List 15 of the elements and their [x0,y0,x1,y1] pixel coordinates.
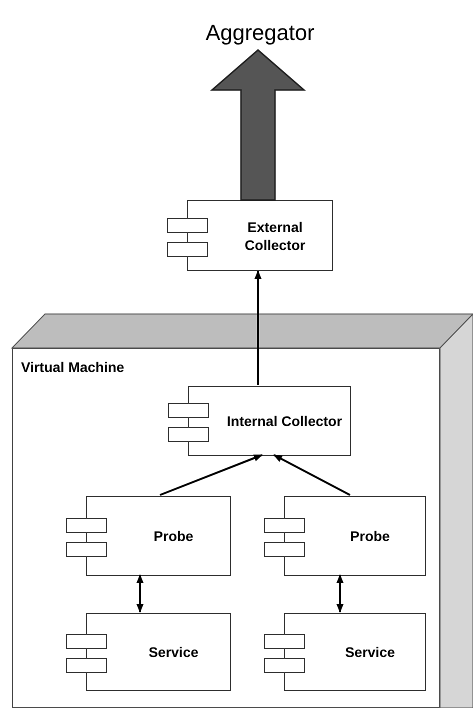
component-name: Service [148,643,198,661]
arrow [160,454,263,496]
component-name: Probe [350,527,390,545]
arrow [136,574,144,613]
block-arrow [210,49,306,201]
arrow [336,574,344,613]
aggregator-label: Aggregator [180,14,340,50]
container-title: Virtual Machine [21,358,124,377]
component-name: Internal Collector [226,412,342,430]
arrow [273,454,350,496]
virtual-machine-front-face [12,348,440,708]
component-name: Service [345,643,395,661]
component-name: Probe [154,527,194,545]
arrow [254,270,262,385]
component-name: External Collector [244,218,306,254]
